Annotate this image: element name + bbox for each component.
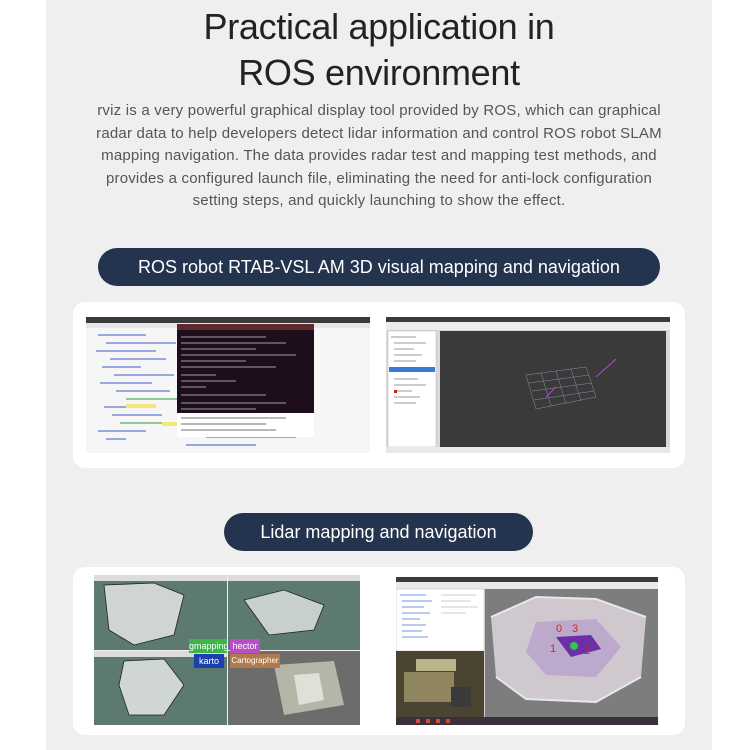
nav-marker-2: 2 <box>584 645 591 657</box>
cartographer-label: Cartographer <box>230 654 280 668</box>
description-line: rviz is a very powerful graphical displa… <box>97 102 661 119</box>
code-editor-screenshot <box>86 317 370 453</box>
section-heading-3d-visual: ROS robot RTAB-VSL AM 3D visual mapping … <box>98 248 660 286</box>
section-heading-lidar: Lidar mapping and navigation <box>224 513 533 551</box>
gmapping-label: gmapping <box>189 639 229 653</box>
nav-marker-1: 1 <box>550 643 557 655</box>
title-line-1: Practical application in <box>203 6 555 47</box>
nav-marker-3: 3 <box>572 623 579 635</box>
screenshot-card-3d <box>73 302 685 468</box>
rviz-navigation-screenshot: 0 3 1 2 <box>396 577 658 725</box>
page-title: Practical application in ROS environment <box>46 4 712 96</box>
description-line: radar data to help developers detect lid… <box>96 124 662 142</box>
nav-marker-0: 0 <box>556 623 563 635</box>
karto-label: karto <box>194 654 224 668</box>
mapping-algorithms-screenshot: gmapping hector karto Cartographer <box>94 575 360 725</box>
description-line: mapping navigation. The data provides ra… <box>101 147 657 164</box>
hector-label: hector <box>230 639 260 653</box>
description: rviz is a very powerful graphical displa… <box>66 100 692 213</box>
screenshot-card-lidar: gmapping hector karto Cartographer <box>73 567 685 735</box>
description-line: setting steps, and quickly launching to … <box>192 192 566 209</box>
product-page: Practical application in ROS environment… <box>46 0 712 750</box>
description-line: provides a configured launch file, elimi… <box>105 169 653 187</box>
title-line-2: ROS environment <box>238 52 520 93</box>
rviz-3d-screenshot <box>386 317 670 453</box>
